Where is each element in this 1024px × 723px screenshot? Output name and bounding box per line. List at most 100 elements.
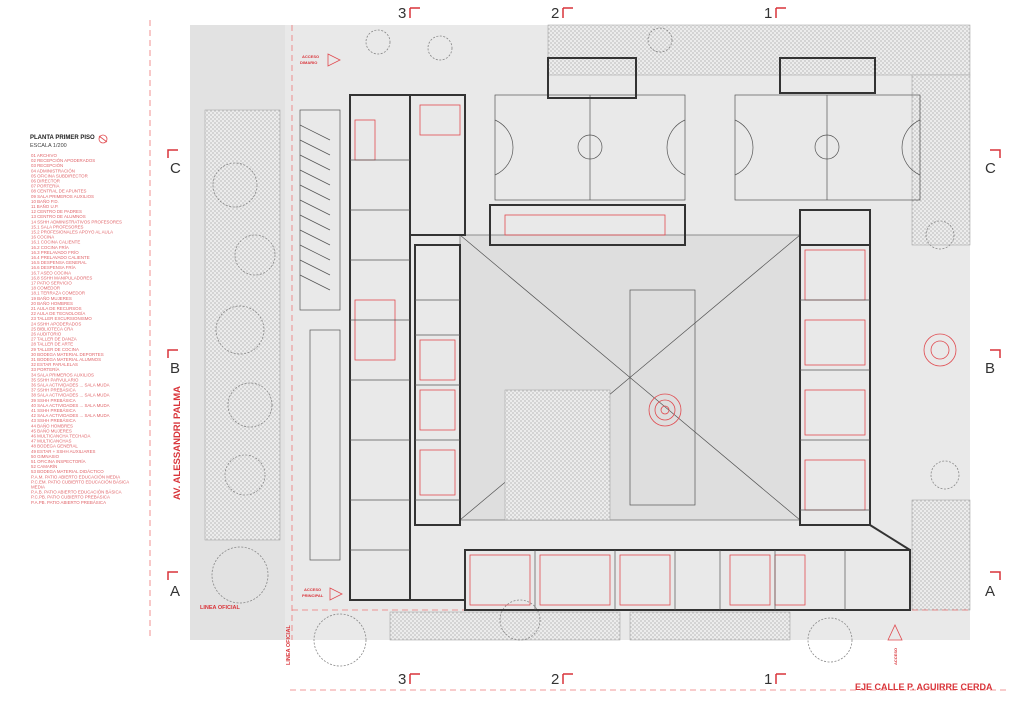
section-3-bottom: 3	[398, 671, 406, 688]
legend-item: 53 BODEGA MATERIAL DIDÁCTICO	[31, 469, 104, 474]
legend-item: 29 TALLER DE COCINA	[31, 347, 79, 352]
legend-item: 06 DIRECTOR	[31, 179, 60, 184]
legend-scale: ESCALA 1/200	[30, 143, 67, 149]
legend-item: 26 AUDITORIO	[31, 332, 62, 337]
legend-item: 12 CENTRO DE PADRES	[31, 209, 82, 214]
section-b-left: B	[170, 360, 180, 377]
legend-item: P.A.PB. PATIO ABIERTO PREBÁSICA	[31, 500, 106, 505]
legend-item: 20 BAÑO HOMBRES	[31, 301, 73, 306]
street-label-bottom: EJE CALLE P. AGUIRRE CERDA	[855, 682, 993, 692]
section-2-top: 2	[551, 5, 559, 22]
legend-item: 17 PATIO SERVICIO	[31, 281, 72, 286]
legend-item: 23 TALLER EXCURSIONISMO	[31, 316, 92, 321]
section-markers: 3 2 1 3 2 1 C B A C B A	[167, 5, 1001, 688]
sports-courts	[494, 94, 921, 201]
legend-item: P.C.EM. PATIO CUBIERTO EDUCACIÓN BÁSICA	[31, 479, 129, 484]
legend-item: 15.1 SALA PROFESORES	[31, 224, 84, 229]
north-garden	[547, 24, 971, 76]
section-1-bottom: 1	[764, 671, 772, 688]
section-b-right: B	[985, 360, 995, 377]
section-a-left: A	[170, 583, 180, 600]
legend-item: 33 PORTERÍA	[31, 367, 60, 372]
legend-item: 48 BODEGA GENERAL	[31, 444, 78, 449]
legend-item: 11 BAÑO U.P.	[31, 204, 58, 209]
courtyard-garden	[504, 389, 611, 521]
legend-item: 16.3 PRELAVADO FRÍO	[31, 250, 79, 255]
southeast-garden	[911, 499, 971, 611]
legend-item: 35 SSHH PARVULARIO	[31, 377, 79, 382]
amphitheater	[648, 333, 957, 427]
legend-item: 03 RECEPCIÓN	[31, 163, 63, 168]
access-main-label-2: PRINCIPAL	[302, 593, 324, 598]
legend-item: 14 SSHH ADMINISTRATIVOS PROFESORES	[31, 219, 122, 224]
access-service-label: ACCESO	[893, 648, 898, 665]
section-a-right: A	[985, 583, 995, 600]
street-label-left: AV. ALESSANDRI PALMA	[172, 386, 183, 500]
access-arrows	[327, 53, 903, 641]
legend-item: 08 CENTRAL DE APUNTES	[31, 189, 87, 194]
legend-item: 22 AULA DE TECNOLOGÍA	[31, 311, 85, 316]
legend-item: 13 CENTRO DE ALUMNOS	[31, 214, 86, 219]
legend-item: 39 SSHH PREBÁSICA	[31, 398, 76, 403]
interior-partitions	[350, 159, 870, 610]
legend-item: 38 SALA ACTIVIDADES ... SALA MUDA	[31, 393, 110, 398]
legend-item: 18 COMEDOR	[31, 286, 60, 291]
legend-item: 16.1 COCINA CALIENTE	[31, 240, 80, 245]
linea-oficial-label-vertical: LINEA OFICIAL	[286, 625, 292, 665]
legend-item: 32 ESTAR PARALELAS	[31, 362, 78, 367]
legend-item: 16.4 PRELAVADO CALIENTE	[31, 255, 90, 260]
section-3-top: 3	[398, 5, 406, 22]
legend-item: 50 GIMNASIO	[31, 454, 60, 459]
covered-court	[629, 289, 696, 506]
legend-item: 15.2 PROFESIONALES APOYO AL AULA	[31, 230, 113, 235]
legend-item: 36 SALA ACTIVIDADES ... SALA MUDA	[31, 383, 110, 388]
south-garden	[389, 611, 621, 641]
legend-item: 05 OFICINA SUBDIRECTOR	[31, 173, 88, 178]
south-garden-2	[629, 611, 791, 641]
legend-item: 31 BODEGA MATERIAL ALUMNOS	[31, 357, 101, 362]
legend-item: 34 SALA PRIMEROS AUXILIOS	[31, 372, 94, 377]
legend-item: 30 BODEGA MATERIAL DEPORTES	[31, 352, 104, 357]
section-c-left: C	[170, 160, 181, 177]
legend-item: 24 SSHH APODERADOS	[31, 321, 81, 326]
legend-item: 45 BAÑO MUJERES	[31, 428, 72, 433]
legend-item: 41 SSHH PREBÁSICA	[31, 408, 76, 413]
legend-item: 28 TALLER DE ARTE	[31, 342, 73, 347]
legend-item: 44 BAÑO HOMBRES	[31, 423, 73, 428]
section-c-right: C	[985, 160, 996, 177]
legend-item: 10 BAÑO P.D.	[31, 199, 59, 204]
north-arrow-icon	[98, 134, 108, 144]
legend-item: 02 RECEPCIÓN APODERADOS	[31, 158, 95, 163]
legend-item: 46 MULTICANCHA TECHADA	[31, 434, 90, 439]
legend-item: P.A.M. PATIO ABIERTO EDUCACIÓN MEDIA	[31, 474, 120, 479]
linea-oficial-label: LINEA OFICIAL	[200, 605, 240, 611]
legend-item: 21 AULA DE RECURSOS	[31, 306, 82, 311]
legend-item: P.C.PB. PATIO CUBIERTO PREBÁSICA	[31, 495, 110, 500]
legend-title: PLANTA PRIMER PISO	[30, 135, 95, 141]
section-1-top: 1	[764, 5, 772, 22]
legend-item: 07 PORTERÍA	[31, 184, 60, 189]
legend-item: 42 SALA ACTIVIDADES ... SALA MUDA	[31, 413, 110, 418]
legend-item: 52 CAMARÍN	[31, 464, 57, 469]
legend-item: 47 MULTICANCHAS	[31, 439, 71, 444]
legend-item: P.A.B. PATIO ABIERTO EDUCACIÓN BÁSICA	[31, 490, 122, 495]
legend-item: 16.2 COCINA FRÍA	[31, 245, 69, 250]
legend-item: 16.5 DESPENSA GENERAL	[31, 260, 87, 265]
legend-item: 37 SSHH PREBÁSICA	[31, 388, 76, 393]
east-garden	[911, 74, 971, 246]
access-secondary-label-2: DIMARIO	[300, 60, 317, 65]
legend-item: 09 SALA PRIMEROS AUXILIOS	[31, 194, 94, 199]
planting-strip	[204, 109, 281, 541]
legend-item: 16.8 SSHH MANIPULADORES	[31, 275, 92, 280]
legend-item: 16.7 ASEO COCINA	[31, 270, 71, 275]
legend-item: 40 SALA ACTIVIDADES ... SALA MUDA	[31, 403, 110, 408]
access-secondary-label-1: ACCESO	[302, 54, 319, 59]
section-2-bottom: 2	[551, 671, 559, 688]
legend-item: 16.6 DESPENSA FRÍA	[31, 265, 76, 270]
legend-item: MEDIA	[31, 485, 45, 490]
legend-item: 19 BAÑO MUJERES	[31, 296, 72, 301]
legend-item: 16 COCINA	[31, 235, 54, 240]
legend-item: 27 TALLER DE DANZA	[31, 337, 77, 342]
legend-item: 25 BIBLIOTECA CRA	[31, 326, 73, 331]
legend-item: 18.1 TERRAZA COMEDOR	[31, 291, 85, 296]
